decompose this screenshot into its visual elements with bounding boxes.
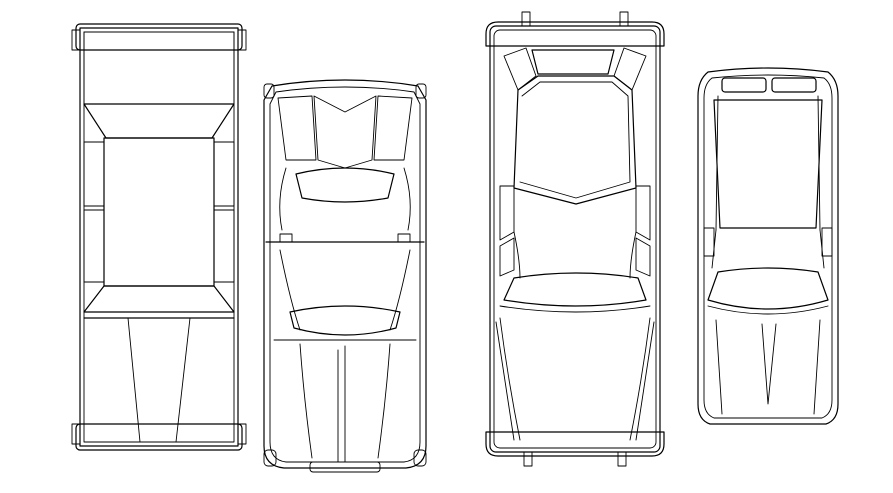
sports-coupe-top-view bbox=[485, 11, 665, 467]
compact-car-top-view bbox=[697, 67, 839, 425]
convertible-car-top-view bbox=[263, 79, 427, 473]
pickup-truck-top-view bbox=[71, 23, 247, 451]
